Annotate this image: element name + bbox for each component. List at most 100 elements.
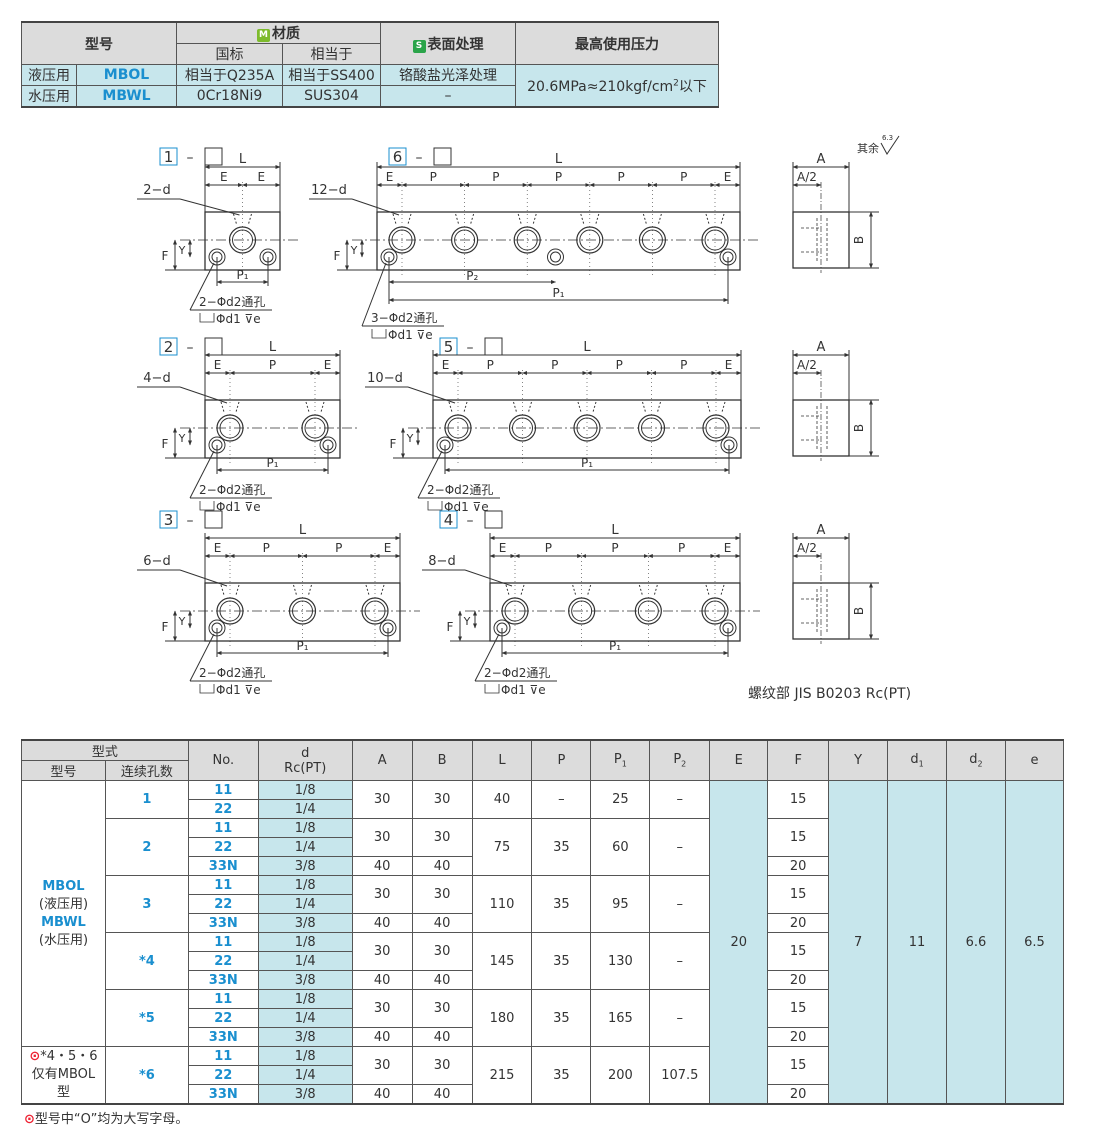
label-p1: P₁ (266, 456, 278, 470)
spec-l: 40 (471, 780, 533, 819)
material-header-model: 型号 (21, 21, 177, 65)
thread-hidden-line (642, 213, 662, 225)
leader-line (417, 450, 443, 499)
label-p: P (487, 358, 494, 372)
label-f: F (334, 249, 341, 263)
spec-no: 22 (187, 1065, 259, 1085)
view-blank-box (484, 337, 503, 356)
spec-d: 1/4 (257, 951, 353, 971)
label-p: P (678, 541, 685, 555)
holes-callout: 10−d (367, 371, 403, 386)
spec-no: 11 (187, 875, 259, 895)
material-surface: 铬酸盐光泽处理 (380, 64, 516, 86)
label-p: P (269, 358, 276, 372)
spec-b: 30 (411, 818, 473, 857)
label-p: P (335, 541, 342, 555)
through-hole-callout: 2−Φd2通孔 (199, 295, 265, 309)
counterbore-callout: Φd1 ⊽e (444, 500, 489, 514)
spec-l: 145 (471, 932, 533, 990)
spec-header-col: L (471, 739, 533, 781)
spec-a: 30 (351, 989, 413, 1028)
spec-e: 20 (709, 780, 769, 1105)
thread-hidden-line (706, 401, 726, 413)
hidden-bore-lines (801, 406, 828, 450)
view-blank-box (204, 147, 223, 166)
thread-hidden-line (513, 401, 532, 413)
view-dash: – (467, 513, 474, 529)
model-line: (水压用) (38, 932, 89, 948)
spec-d: 1/4 (257, 799, 353, 819)
spec-header-col: F (767, 739, 830, 781)
spec-d2: 6.6 (945, 780, 1006, 1105)
roughness-value: 6.3 (882, 134, 893, 142)
counterbore-icon (199, 313, 215, 323)
spec-header-col: A (351, 739, 413, 781)
view-dash: – (416, 150, 423, 166)
spec-header-col: d2 (945, 739, 1006, 781)
spec-f: 15 (767, 780, 830, 819)
material-equiv: 相当于SS400 (282, 64, 381, 86)
through-hole-callout: 2−Φd2通孔 (199, 483, 265, 497)
spec-a: 40 (351, 913, 413, 933)
spec-header-model: 型号 (21, 760, 106, 781)
material-surface: – (380, 85, 516, 108)
spec-header-col: P1 (590, 739, 651, 781)
model-line: MBOL (42, 878, 85, 894)
spec-header-col: B (411, 739, 473, 781)
label-p: P (680, 170, 687, 184)
thread-hidden-line (642, 401, 661, 413)
view-dash: – (467, 340, 474, 356)
leader-line (189, 633, 215, 682)
label-a: A (817, 340, 826, 355)
view-number: 1 (164, 148, 174, 166)
spec-f: 20 (767, 1084, 830, 1105)
leader-line (189, 450, 215, 499)
manifold-body (204, 399, 341, 459)
spec-f: 20 (767, 913, 830, 933)
thread-hidden-line (505, 584, 525, 596)
label-p: P (263, 541, 270, 555)
thread-hidden-line (392, 213, 412, 225)
spec-no: 22 (187, 837, 259, 857)
note-line: 型 (56, 1085, 70, 1100)
label-p: P (616, 358, 623, 372)
spec-a: 30 (351, 818, 413, 857)
label-a2: A/2 (797, 170, 817, 184)
holes-callout: 4−d (143, 371, 170, 386)
spec-p: 35 (531, 818, 592, 876)
spec-p: 35 (531, 989, 592, 1047)
label-a: A (817, 523, 826, 538)
counterbore-callout: Φd1 ⊽e (216, 312, 261, 326)
label-p1: P₁ (581, 456, 593, 470)
spec-f: 15 (767, 989, 830, 1028)
model-line: MBWL (41, 914, 86, 930)
spec-l: 180 (471, 989, 533, 1047)
view-blank-box (433, 147, 452, 166)
spec-no: 22 (187, 799, 259, 819)
leader-line (474, 633, 500, 682)
holes-callout: 2−d (143, 183, 170, 198)
leader-line (407, 386, 456, 404)
label-p1: P₁ (236, 268, 248, 282)
spec-f: 20 (767, 856, 830, 876)
leader-line (179, 386, 228, 404)
spec-no: 11 (187, 1046, 259, 1066)
spec-header-col: Y (828, 739, 889, 781)
leader-line (189, 262, 215, 311)
spec-d: 3/8 (257, 856, 353, 876)
counterbore-callout: Φd1 ⊽e (216, 500, 261, 514)
spec-p: 35 (531, 932, 592, 990)
spec-f: 20 (767, 970, 830, 990)
spec-f: 15 (767, 875, 830, 914)
holes-callout: 6−d (143, 554, 170, 569)
label-p: P (611, 541, 618, 555)
spec-no: 33N (187, 1027, 259, 1047)
thread-hidden-line (220, 401, 240, 413)
material-badge: M (257, 29, 270, 42)
label-p: P (492, 170, 499, 184)
